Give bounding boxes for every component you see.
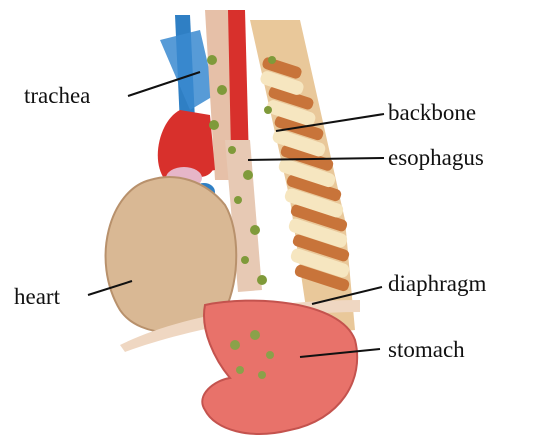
backbone-illustration xyxy=(250,20,355,335)
label-diaphragm: diaphragm xyxy=(388,272,486,295)
label-esophagus: esophagus xyxy=(388,146,484,169)
stomach-illustration xyxy=(202,301,357,434)
leader-esophagus xyxy=(248,158,384,160)
label-heart: heart xyxy=(14,285,60,308)
label-stomach: stomach xyxy=(388,338,465,361)
label-backbone: backbone xyxy=(388,101,476,124)
label-trachea: trachea xyxy=(24,84,90,107)
